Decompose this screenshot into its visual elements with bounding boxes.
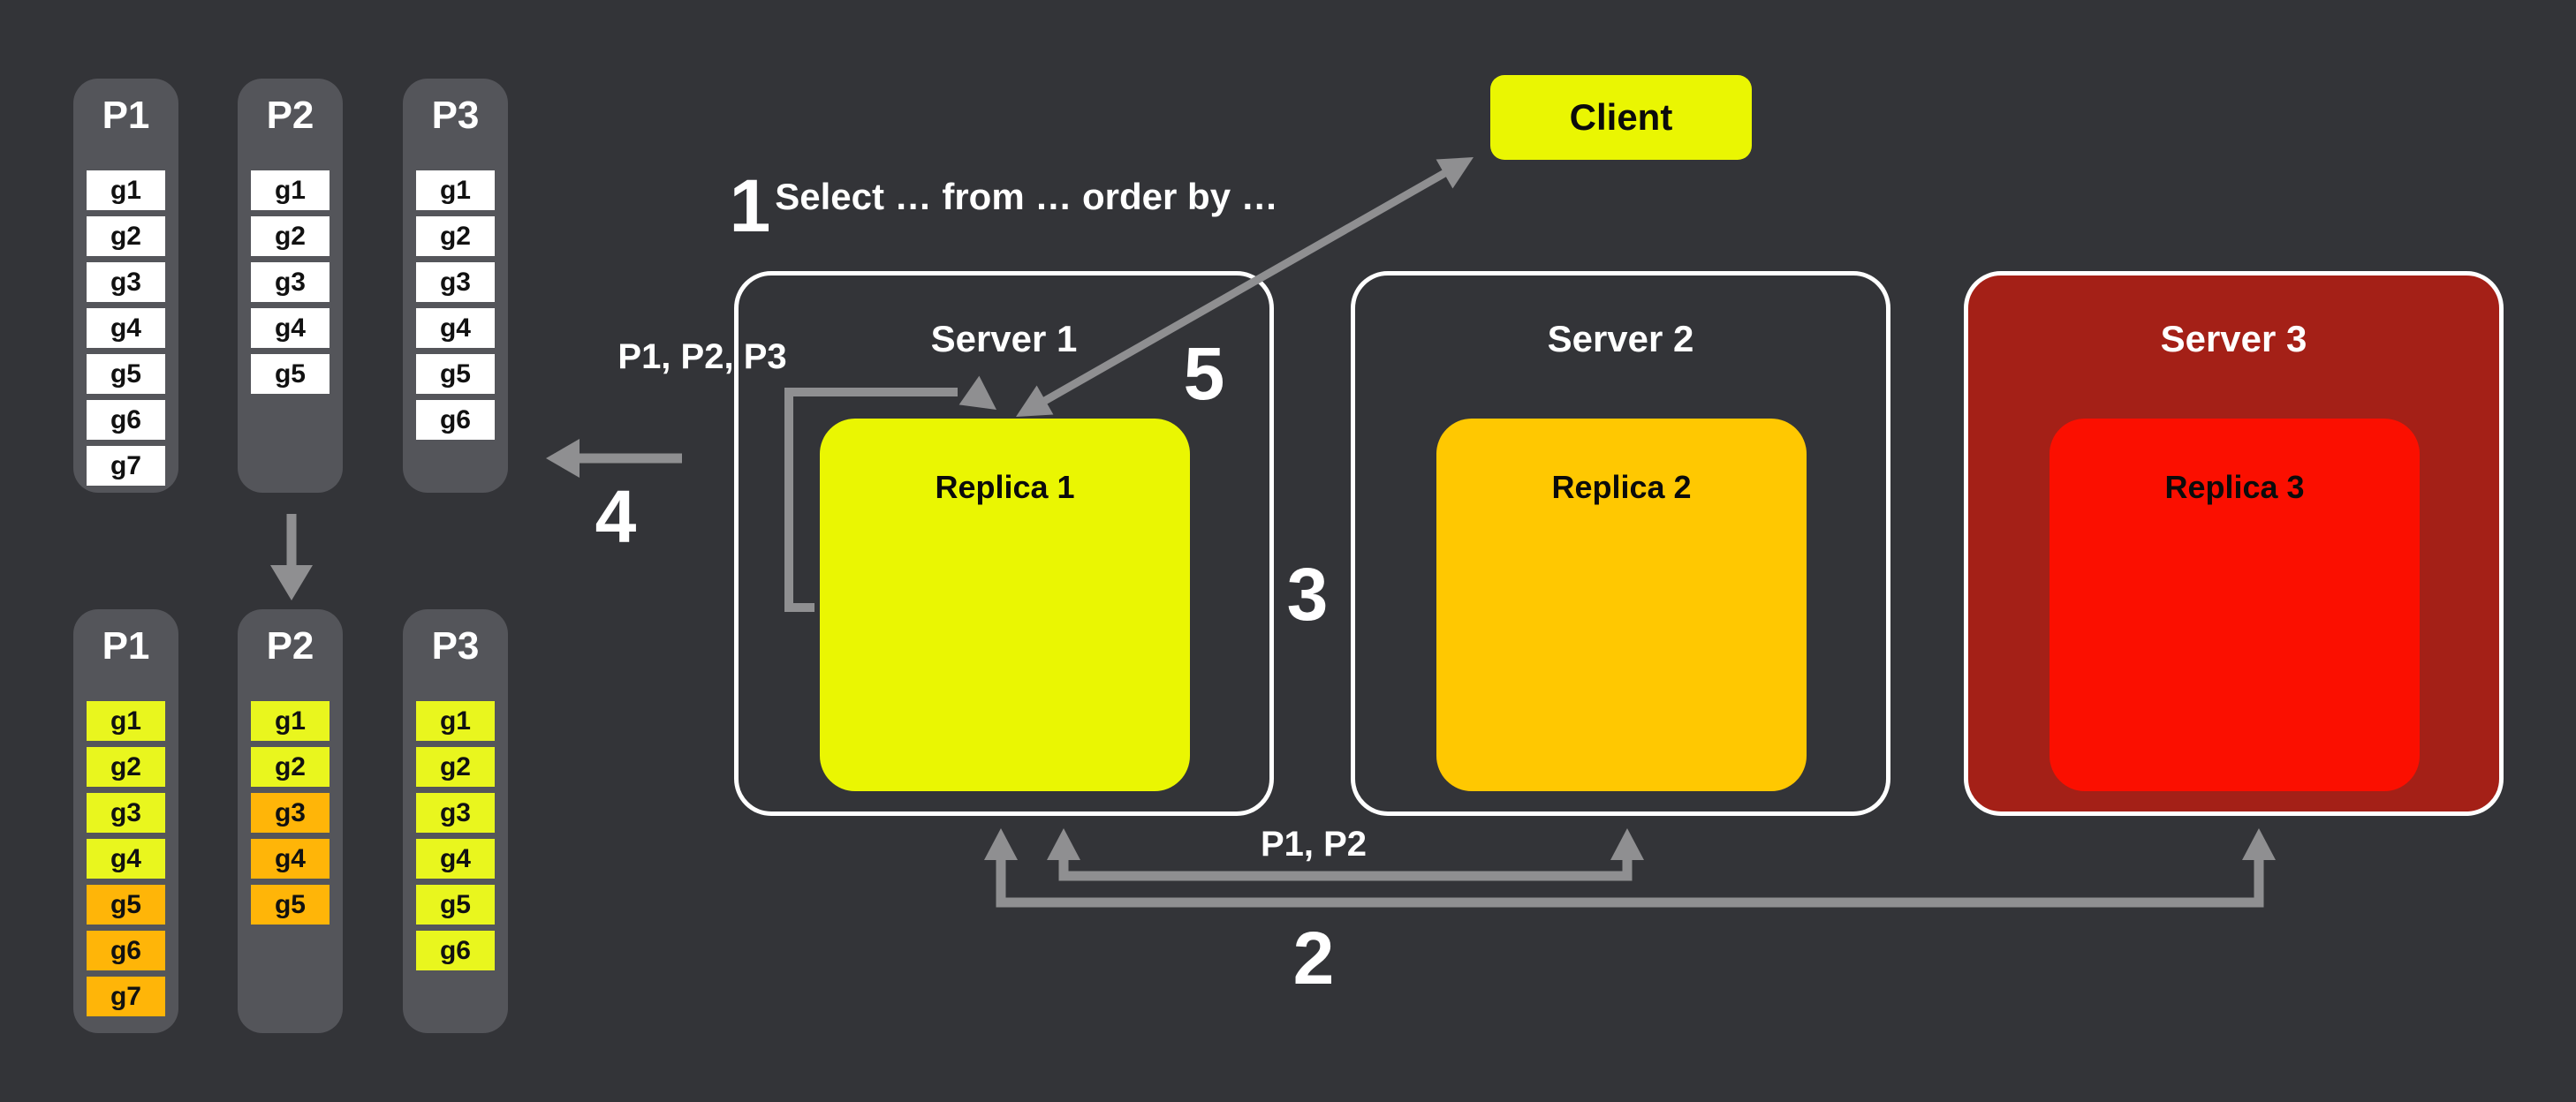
shard-box: g3 [416, 793, 495, 833]
step4-return-arrowhead [546, 439, 580, 478]
partitions-all-label: P1, P2, P3 [617, 337, 787, 376]
shard-box: g5 [87, 354, 165, 394]
partition-column-top-p3: P3 g1 g2 g3 g4 g5 g6 [403, 79, 508, 493]
shard-box: g6 [87, 400, 165, 440]
shard-box: g3 [251, 262, 330, 302]
server-3-title: Server 3 [2160, 318, 2307, 359]
replica-2-label: Replica 2 [1551, 469, 1692, 505]
server-2-box: Server 2 Replica 2 [1351, 271, 1890, 816]
step-number-1: 1 [729, 164, 771, 247]
step-number-4: 4 [595, 475, 637, 558]
partition-column-top-p1: P1 g1 g2 g3 g4 g5 g6 g7 [73, 79, 178, 493]
shard-box: g5 [416, 885, 495, 925]
shard-box: g2 [251, 216, 330, 256]
partitions-subset-label: P1, P2 [1260, 825, 1368, 864]
shard-box: g2 [87, 216, 165, 256]
partition-title: P1 [102, 94, 150, 137]
replica-1-box: Replica 1 [820, 419, 1190, 791]
fanout-arrow-server3 [996, 849, 2264, 908]
partition-redistribute-arrowhead [270, 565, 313, 600]
partition-column-top-p2: P2 g1 g2 g3 g4 g5 [238, 79, 343, 493]
client-query-arrowhead-client [1436, 157, 1474, 189]
partition-column-bottom-p3: P3 g1 g2 g3 g4 g5 g6 [403, 609, 508, 1033]
shard-box: g2 [251, 747, 330, 787]
server-3-box: Server 3 Replica 3 [1964, 271, 2504, 816]
shard-box: g4 [251, 839, 330, 879]
fanout-server2-arrowhead-right [1610, 828, 1644, 860]
shard-box: g1 [87, 701, 165, 741]
shard-box: g1 [87, 170, 165, 210]
shard-box: g1 [416, 701, 495, 741]
step-number-2: 2 [1292, 917, 1335, 1000]
shard-box: g4 [416, 308, 495, 348]
shard-box: g4 [416, 839, 495, 879]
shard-box: g3 [87, 793, 165, 833]
shard-box: g5 [251, 354, 330, 394]
shard-box: g5 [87, 885, 165, 925]
shard-box: g1 [251, 701, 330, 741]
shard-box: g4 [87, 839, 165, 879]
partition-title: P2 [266, 94, 314, 137]
step-number-5: 5 [1183, 332, 1225, 415]
shard-box: g1 [251, 170, 330, 210]
partition-title: P3 [431, 94, 480, 137]
shard-box: g3 [87, 262, 165, 302]
shard-list: g1 g2 g3 g4 g5 g6 g7 [87, 170, 165, 486]
shard-box: g3 [416, 262, 495, 302]
shard-list: g1 g2 g3 g4 g5 g6 [416, 701, 495, 970]
shard-box: g2 [416, 216, 495, 256]
shard-box: g5 [251, 885, 330, 925]
query-label: Select … from … order by … [775, 176, 1278, 217]
shard-box: g6 [87, 931, 165, 970]
fanout-server2-arrowhead-left [1047, 828, 1080, 860]
shard-box: g4 [87, 308, 165, 348]
partition-column-bottom-p2: P2 g1 g2 g3 g4 g5 [238, 609, 343, 1033]
shard-list: g1 g2 g3 g4 g5 [251, 701, 330, 925]
step-number-3: 3 [1286, 553, 1329, 636]
replica-3-label: Replica 3 [2164, 469, 2305, 505]
partition-title: P2 [266, 624, 314, 668]
shard-list: g1 g2 g3 g4 g5 g6 [416, 170, 495, 440]
replica-3-box: Replica 3 [2049, 419, 2420, 791]
client-box: Client [1490, 75, 1752, 160]
shard-box: g2 [416, 747, 495, 787]
shard-box: g7 [87, 977, 165, 1016]
shard-list: g1 g2 g3 g4 g5 g6 g7 [87, 701, 165, 1016]
partition-column-bottom-p1: P1 g1 g2 g3 g4 g5 g6 g7 [73, 609, 178, 1033]
fanout-server3-arrowhead-right [2242, 828, 2276, 860]
shard-box: g3 [251, 793, 330, 833]
replica-2-box: Replica 2 [1436, 419, 1807, 791]
shard-list: g1 g2 g3 g4 g5 [251, 170, 330, 394]
fanout-server3-arrowhead-left [984, 828, 1018, 860]
shard-box: g6 [416, 931, 495, 970]
server-2-title: Server 2 [1547, 318, 1694, 359]
shard-box: g6 [416, 400, 495, 440]
shard-box: g4 [251, 308, 330, 348]
partition-title: P1 [102, 624, 150, 668]
shard-box: g5 [416, 354, 495, 394]
partition-title: P3 [431, 624, 480, 668]
shard-box: g7 [87, 446, 165, 486]
shard-box: g1 [416, 170, 495, 210]
shard-box: g2 [87, 747, 165, 787]
replica-1-label: Replica 1 [935, 469, 1075, 505]
